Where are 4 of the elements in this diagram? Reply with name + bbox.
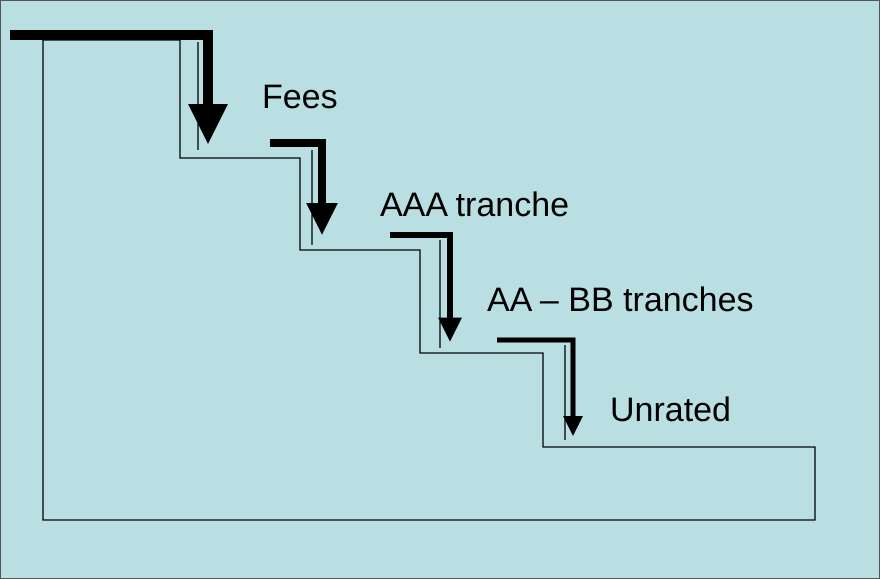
tranche-label: Unrated (610, 393, 731, 427)
tranche-label: AA – BB tranches (487, 283, 754, 317)
tranche-label: AAA tranche (380, 188, 570, 222)
tranche-label: Fees (262, 80, 338, 114)
